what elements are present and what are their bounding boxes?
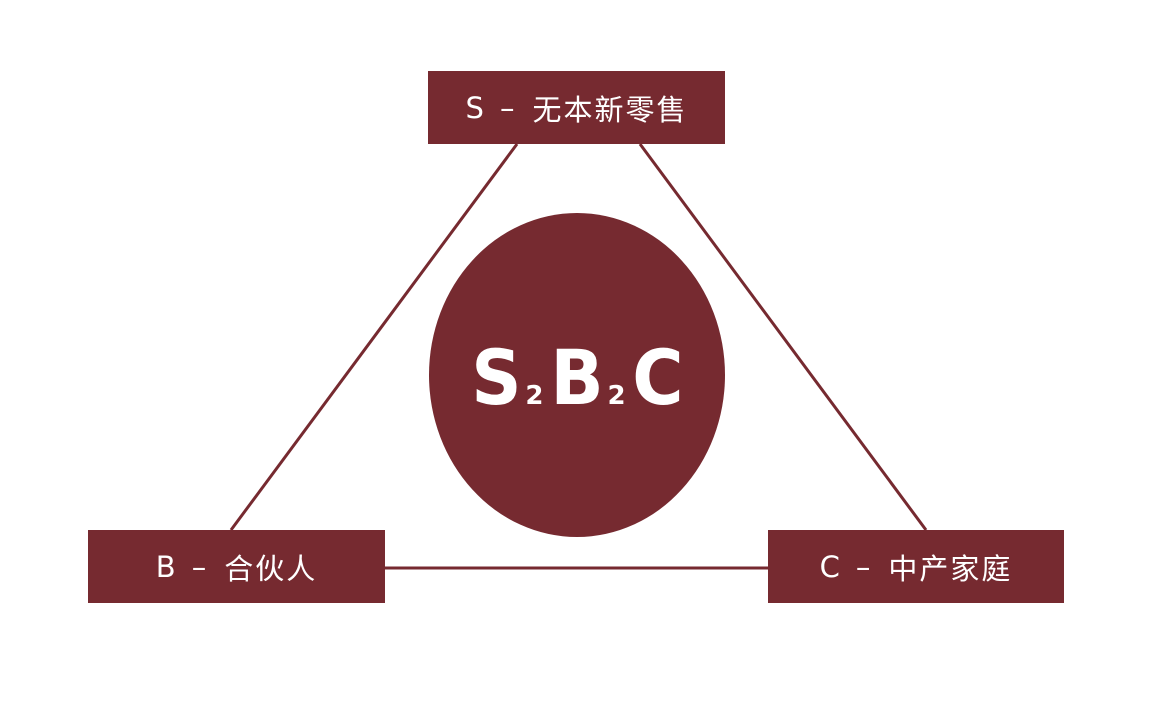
node-c-letter: C xyxy=(819,549,842,584)
logo-2-second: 2 xyxy=(607,381,626,411)
logo-c: C xyxy=(631,333,684,422)
logo-2-first: 2 xyxy=(525,381,544,411)
node-b-box: B – 合伙人 xyxy=(88,530,385,603)
node-c-dash: – xyxy=(855,549,873,584)
node-c-label: 中产家庭 xyxy=(888,551,1013,586)
node-b-letter: B xyxy=(155,549,178,584)
node-s-dash: – xyxy=(499,90,517,125)
center-hub-circle: S 2 B 2 C xyxy=(429,213,725,537)
edge-s-b xyxy=(229,143,519,531)
node-b-label: 合伙人 xyxy=(224,551,318,586)
edge-s-c xyxy=(638,143,928,531)
node-s-letter: S xyxy=(465,90,486,125)
node-s-label: 无本新零售 xyxy=(532,92,688,127)
logo-b: B xyxy=(549,333,604,422)
logo-s: S xyxy=(470,333,522,422)
node-s-box: S – 无本新零售 xyxy=(428,71,725,144)
node-c-box: C – 中产家庭 xyxy=(768,530,1064,603)
s2b2c-logo: S 2 B 2 C xyxy=(469,340,686,416)
node-b-dash: – xyxy=(191,549,209,584)
